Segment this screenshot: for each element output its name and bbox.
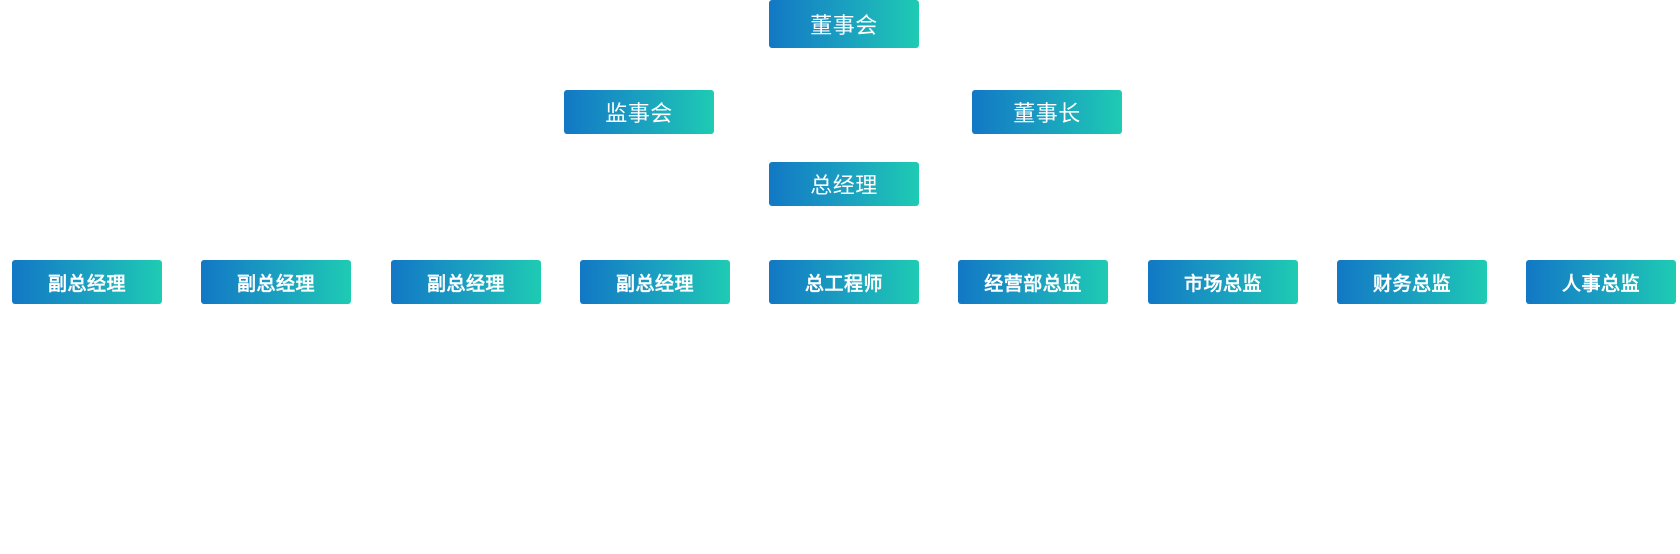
node-marketing-director: 市场总监 bbox=[1148, 260, 1298, 304]
node-chief-engineer: 总工程师 bbox=[769, 260, 919, 304]
node-hr-director: 人事总监 bbox=[1526, 260, 1676, 304]
node-general-manager: 总经理 bbox=[769, 162, 919, 206]
node-finance-director: 财务总监 bbox=[1337, 260, 1487, 304]
node-deputy-gm-2: 副总经理 bbox=[201, 260, 351, 304]
node-chairman: 董事长 bbox=[972, 90, 1122, 134]
node-deputy-gm-4: 副总经理 bbox=[580, 260, 730, 304]
node-deputy-gm-3: 副总经理 bbox=[391, 260, 541, 304]
node-deputy-gm-1: 副总经理 bbox=[12, 260, 162, 304]
node-board: 董事会 bbox=[769, 0, 919, 48]
node-supervisory-board: 监事会 bbox=[564, 90, 714, 134]
node-operations-director: 经营部总监 bbox=[958, 260, 1108, 304]
